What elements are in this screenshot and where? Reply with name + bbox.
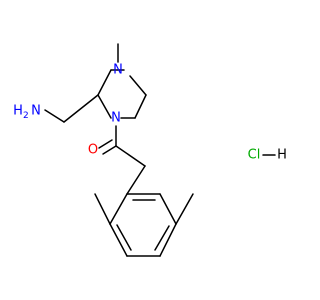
- aromatic-double-2: [154, 225, 170, 251]
- aminomethyl-chain: [44, 94, 99, 123]
- n-methyl-label: N: [113, 63, 123, 78]
- o-carbonyl-label: O: [88, 143, 98, 158]
- bond-ar2-ar3: [159, 193, 177, 225]
- bond-ch2-n: [44, 109, 65, 123]
- bond-ch2-aryl: [126, 165, 146, 195]
- salt-cl-label: Cl: [248, 148, 261, 163]
- bond-n1-c2: [97, 94, 112, 119]
- bond-n4-c5: [129, 75, 147, 96]
- amine-n-label: N: [31, 104, 41, 119]
- bond-ar5-ar6: [109, 223, 128, 257]
- bond-ar3-ar4: [159, 223, 177, 257]
- aromatic-double-3: [116, 224, 132, 251]
- amine-h-label: H: [13, 104, 23, 119]
- bond-c5-c6: [134, 94, 147, 119]
- chemical-structure-diagram: N N O H 2 N Cl H: [13, 43, 287, 257]
- bond-carbonyl-ch2: [115, 145, 146, 167]
- piperazine-ring: [97, 69, 147, 119]
- bond-carbonyl-o-2: [98, 139, 113, 149]
- n-amide-label: N: [111, 111, 121, 126]
- bond-meta-methyl: [175, 193, 194, 225]
- salt-h-label: H: [277, 148, 287, 163]
- bond-c2-ch2: [63, 94, 99, 123]
- bond-ortho-methyl: [94, 193, 111, 225]
- aromatic-ring: [109, 193, 177, 257]
- bond-carbonyl-o-1: [102, 145, 117, 155]
- amide-group: [98, 125, 146, 195]
- bond-ar6-ar1: [109, 193, 128, 225]
- amine-h-count-label: 2: [23, 111, 29, 121]
- bond-c2-c3: [97, 69, 112, 96]
